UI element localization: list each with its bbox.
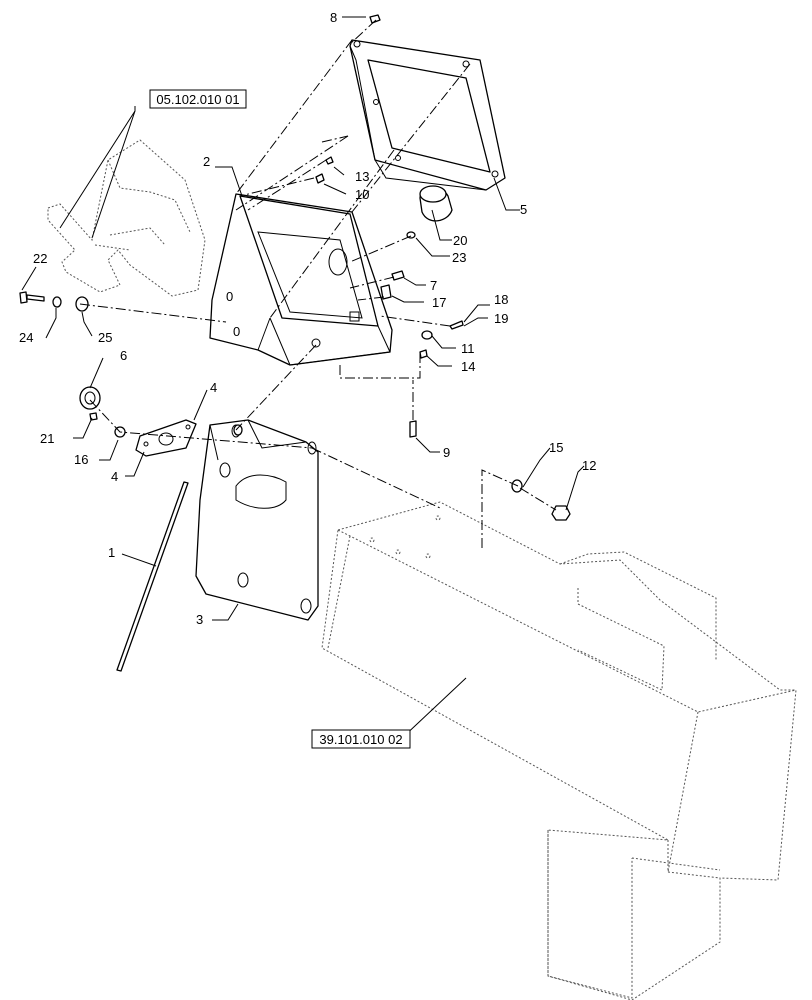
console-box-part-2: 0 0 bbox=[209, 193, 393, 366]
rod-part-1 bbox=[116, 481, 189, 672]
hardware bbox=[19, 14, 571, 521]
callout-19: 19 bbox=[494, 311, 508, 326]
reference-upper-label: 05.102.010 01 bbox=[156, 92, 239, 107]
callout-5: 5 bbox=[520, 202, 527, 217]
callout-4a: 4 bbox=[210, 380, 217, 395]
callout-3: 3 bbox=[196, 612, 203, 627]
callout-2: 2 bbox=[203, 154, 210, 169]
callout-22: 22 bbox=[33, 251, 47, 266]
callout-24: 24 bbox=[19, 330, 33, 345]
reference-upper[interactable]: 05.102.010 01 bbox=[149, 89, 247, 109]
callout-15: 15 bbox=[549, 440, 563, 455]
lid-frame-part-5 bbox=[349, 39, 506, 191]
callout-4b: 4 bbox=[111, 469, 118, 484]
svg-text:0: 0 bbox=[226, 289, 233, 304]
callout-8: 8 bbox=[330, 10, 337, 25]
reference-lower-label: 39.101.010 02 bbox=[319, 732, 402, 747]
callout-7: 7 bbox=[430, 278, 437, 293]
leaders bbox=[21, 16, 585, 741]
ghost-stand-reference bbox=[321, 501, 797, 1000]
callout-21: 21 bbox=[40, 431, 54, 446]
callout-20: 20 bbox=[453, 233, 467, 248]
svg-text:0: 0 bbox=[233, 324, 240, 339]
callout-17: 17 bbox=[432, 295, 446, 310]
assembly-lines bbox=[79, 19, 557, 548]
callout-12: 12 bbox=[582, 458, 596, 473]
callout-23: 23 bbox=[452, 250, 466, 265]
callout-14: 14 bbox=[461, 359, 475, 374]
grommet-part-6 bbox=[79, 386, 101, 410]
ghost-bracket-reference bbox=[47, 139, 206, 297]
callout-9: 9 bbox=[443, 445, 450, 460]
callout-18: 18 bbox=[494, 292, 508, 307]
reference-lower[interactable]: 39.101.010 02 bbox=[311, 729, 411, 749]
mount-plate-part-3 bbox=[195, 419, 319, 621]
callout-1: 1 bbox=[108, 545, 115, 560]
callout-16: 16 bbox=[74, 452, 88, 467]
knob-part-20 bbox=[419, 185, 453, 222]
callout-25: 25 bbox=[98, 330, 112, 345]
small-bracket-part-4 bbox=[135, 419, 197, 457]
callout-labels: 8 2 13 10 5 20 23 7 17 18 19 11 14 9 15 … bbox=[19, 10, 596, 627]
callout-13: 13 bbox=[355, 169, 369, 184]
callout-10: 10 bbox=[355, 187, 369, 202]
callout-11: 11 bbox=[461, 341, 475, 356]
callout-6: 6 bbox=[120, 348, 127, 363]
